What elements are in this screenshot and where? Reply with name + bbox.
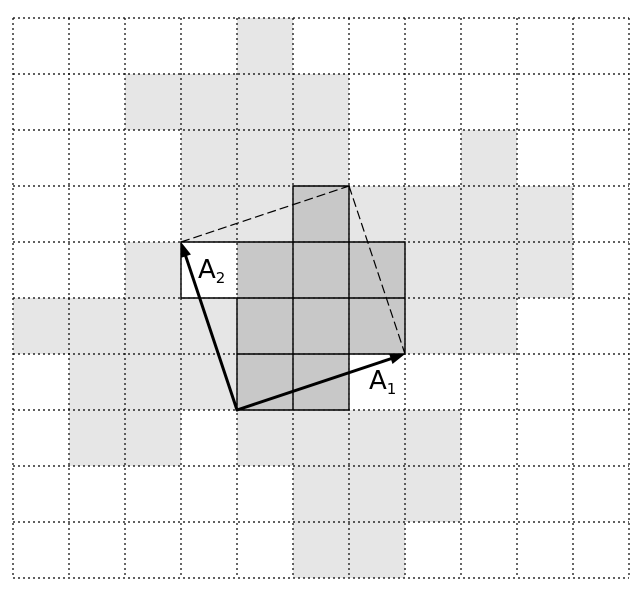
light-cell (349, 186, 405, 242)
light-cell (349, 522, 405, 578)
light-cell (461, 242, 517, 298)
dark-cell (293, 186, 349, 242)
light-cell (461, 130, 517, 186)
vector-a1-label-main: A (369, 366, 387, 396)
light-cell (293, 410, 349, 466)
fundamental-parallelogram (180, 185, 406, 355)
basis-vectors (180, 242, 405, 412)
vector-a2-label-main: A (198, 255, 216, 285)
dark-cell (237, 242, 293, 298)
vector-a1-label-subscript: 1 (387, 380, 397, 398)
parallelogram-edge-top (180, 185, 350, 243)
dark-cells (237, 186, 405, 410)
vector-a2-shaft (183, 252, 239, 412)
light-cell (181, 130, 237, 186)
vector-a2-arrowhead (180, 242, 191, 258)
light-cell (293, 522, 349, 578)
light-cell (125, 242, 181, 298)
vector-a1-shaft (235, 356, 395, 412)
light-cell (125, 74, 181, 130)
light-cell (125, 298, 181, 354)
vector-a1-label: A1 (369, 366, 396, 398)
parallelogram-edge-right (348, 185, 406, 355)
vector-a1-arrowhead (389, 353, 405, 364)
light-cell (405, 410, 461, 466)
light-cell (13, 298, 69, 354)
dotted-grid (12, 17, 630, 579)
light-cell (405, 298, 461, 354)
light-cell (237, 74, 293, 130)
vector-labels: A1 A2 (198, 255, 396, 398)
light-cell (237, 410, 293, 466)
light-cell (349, 410, 405, 466)
light-cell (125, 354, 181, 410)
light-cell (293, 130, 349, 186)
light-cell (405, 466, 461, 522)
dark-cell (349, 242, 405, 298)
light-cell (237, 186, 293, 242)
light-cell (181, 74, 237, 130)
light-cell (517, 242, 573, 298)
dark-cell (293, 242, 349, 298)
dark-cell (349, 298, 405, 354)
light-cell (69, 410, 125, 466)
light-cell (349, 466, 405, 522)
light-cells (13, 18, 573, 578)
light-cell (125, 410, 181, 466)
vector-a2-label: A2 (198, 255, 225, 287)
light-cell (405, 186, 461, 242)
light-cell (69, 298, 125, 354)
dark-cell (237, 298, 293, 354)
light-cell (461, 186, 517, 242)
light-cell (293, 74, 349, 130)
light-cell (293, 466, 349, 522)
light-cell (69, 354, 125, 410)
light-cell (237, 18, 293, 74)
light-cell (237, 130, 293, 186)
dark-cell (293, 298, 349, 354)
light-cell (181, 186, 237, 242)
light-cell (517, 186, 573, 242)
light-cell (405, 242, 461, 298)
light-cell (461, 298, 517, 354)
vector-a2-label-subscript: 2 (216, 269, 226, 287)
